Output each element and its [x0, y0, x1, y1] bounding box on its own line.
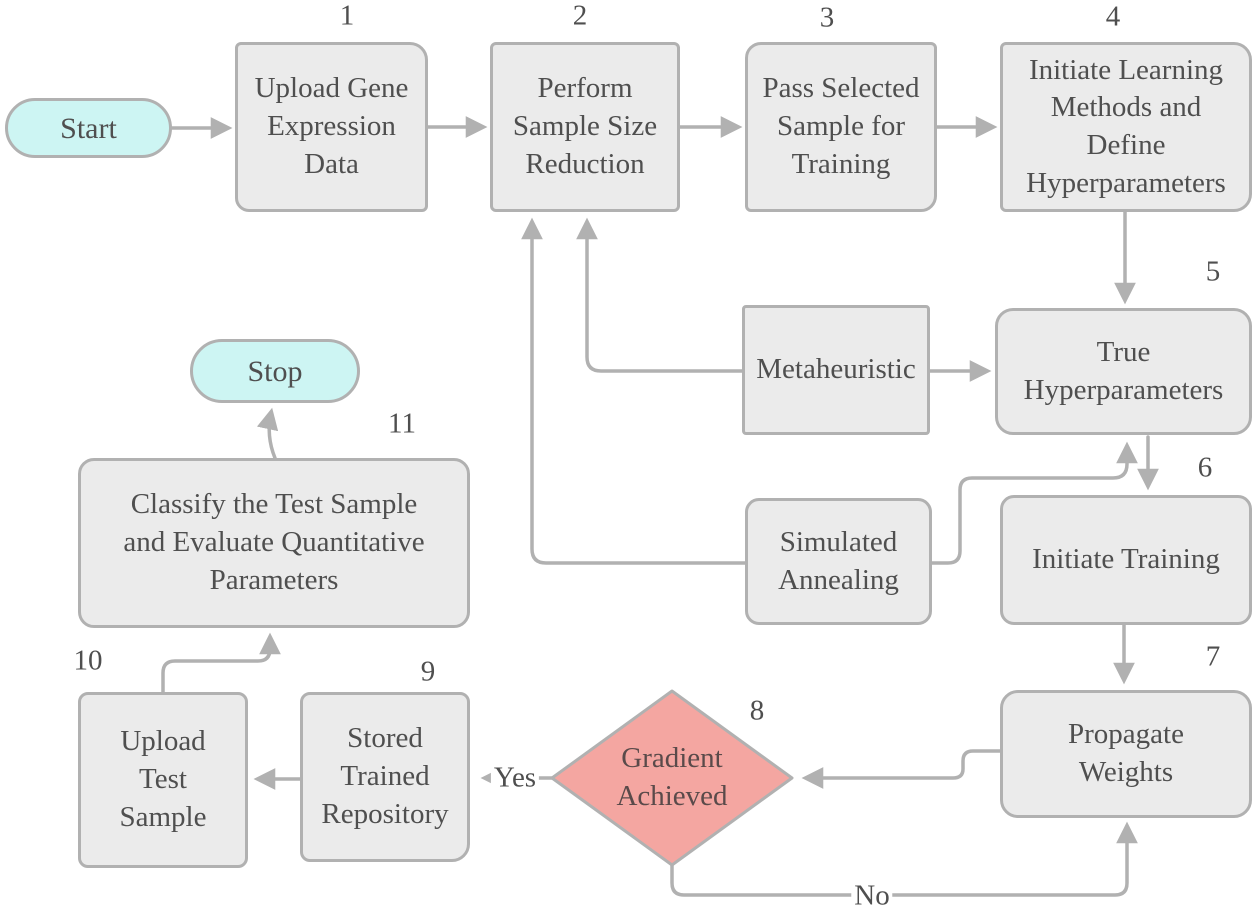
node-number-2: 2 [572, 0, 588, 32]
node-number-1: 1 [339, 0, 355, 32]
edge-11-to-stop [256, 407, 279, 460]
node-number-11: 11 [388, 407, 416, 440]
node-gradient-achieved-label: Gradient Achieved [616, 742, 728, 812]
edge-simulated-annealing-to-2 [521, 217, 747, 565]
edge-label-yes: Yes [490, 763, 540, 793]
node-upload-gene-expression-data: Upload Gene Expression Data [235, 42, 428, 212]
node-perform-sample-size-reduction: Perform Sample Size Reduction [490, 42, 680, 212]
edge-metaheuristic-to-2 [576, 217, 744, 373]
node-number-3: 3 [819, 1, 835, 34]
node-true-hyperparameters: True Hyperparameters [995, 308, 1252, 435]
node-number-9: 9 [420, 655, 436, 688]
node-number-6: 6 [1197, 451, 1213, 484]
node-number-5: 5 [1205, 255, 1221, 288]
node-pass-selected-sample-for-training: Pass Selected Sample for Training [745, 42, 937, 212]
edge-simulated-annealing-to-5 [930, 441, 1138, 565]
node-stop: Stop [190, 339, 360, 403]
node-number-7: 7 [1205, 640, 1221, 673]
node-number-8: 8 [749, 694, 765, 727]
edge-10-to-11 [161, 632, 281, 694]
edge-7-to-8 [801, 749, 1002, 789]
node-initiate-training: Initiate Training [1000, 495, 1252, 625]
edge-8-no-to-7 [670, 821, 1138, 897]
node-number-4: 4 [1105, 0, 1121, 33]
node-stored-trained-repository: Stored Trained Repository [300, 692, 470, 862]
node-classify-test-sample: Classify the Test Sample and Evaluate Qu… [78, 458, 470, 628]
node-upload-test-sample: Upload Test Sample [78, 692, 248, 868]
node-metaheuristic: Metaheuristic [742, 305, 930, 435]
node-simulated-annealing: Simulated Annealing [745, 498, 932, 625]
node-start: Start [5, 98, 172, 158]
node-number-10: 10 [73, 644, 103, 677]
node-initiate-learning-methods: Initiate Learning Methods and Define Hyp… [1000, 42, 1252, 212]
node-propagate-weights: Propagate Weights [1000, 690, 1252, 818]
edge-label-no: No [851, 881, 893, 911]
